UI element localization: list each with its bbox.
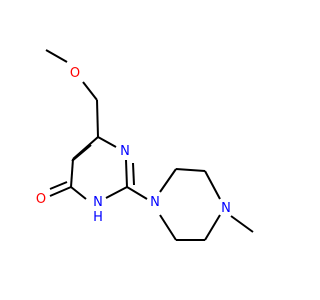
bond-c4-carbonyl-o-1	[49, 186, 72, 197]
piperazine-n4-label: N	[221, 201, 231, 216]
molecule-structure-diagram: O O N N H N N	[0, 0, 300, 300]
bond-c2-n1-inner	[132, 162, 135, 186]
bond-c2-piperazine-n	[126, 186, 148, 200]
background	[0, 0, 300, 300]
bond-piperazine-ch2-a-ch2-b	[175, 168, 206, 172]
piperazine-n1-label: N	[150, 195, 160, 210]
bond-n4-methyl	[230, 215, 254, 233]
bond-ch2-c6	[96, 99, 99, 138]
bond-c6-c5	[72, 136, 99, 160]
bond-c4-n3	[70, 186, 87, 200]
bond-piperazine-ch2-d-n1	[159, 214, 177, 241]
ring-nh-hydrogen-label: H	[93, 210, 103, 225]
bond-c2-n1	[125, 159, 128, 188]
bond-c5-c4	[70, 158, 74, 188]
ether-oxygen-label: O	[70, 66, 80, 81]
bond-n1-c6	[97, 136, 117, 148]
bond-methyl-ether-o	[45, 49, 68, 63]
bond-piperazine-ch2-b-n4	[204, 170, 221, 200]
carbonyl-oxygen-label: O	[36, 192, 46, 207]
bond-n3-c2	[105, 186, 128, 199]
ring-nitrogen-n3-label: N	[93, 195, 103, 210]
ring-nitrogen-n1-label: N	[120, 144, 130, 159]
bond-c6-c5-inner	[71, 144, 92, 162]
bond-piperazine-n4-ch2-c	[204, 214, 221, 241]
bond-c4-carbonyl-o-2	[49, 181, 68, 190]
bond-piperazine-n1-ch2-a	[159, 168, 177, 193]
bond-ether-o-ch2	[82, 81, 98, 101]
